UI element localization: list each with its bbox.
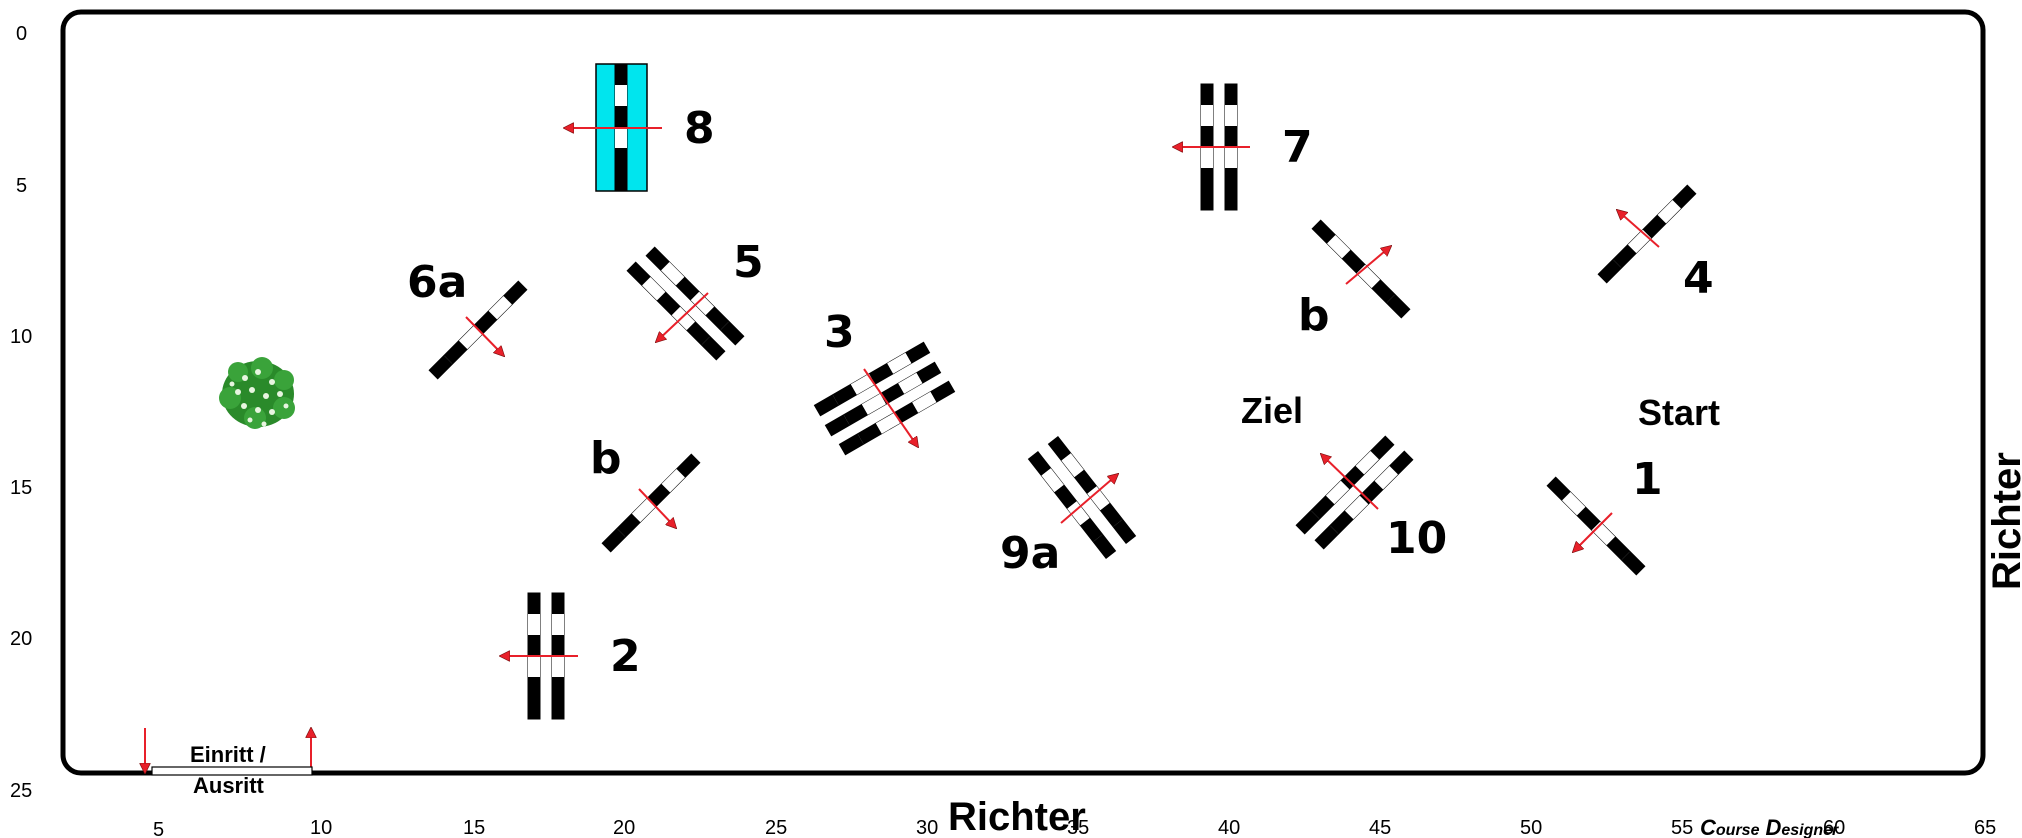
obstacle-4[interactable]: 4 <box>1597 184 1714 304</box>
x-tick: 10 <box>310 817 332 838</box>
y-tick: 25 <box>10 780 32 802</box>
obstacle-number: 9a <box>1000 528 1060 579</box>
x-tick: 5 <box>153 819 164 838</box>
arena-border <box>60 9 1986 776</box>
obstacle-number: b <box>590 433 622 484</box>
obstacle-9a[interactable]: 9a <box>1000 436 1137 579</box>
finish-label: Ziel <box>1241 390 1303 431</box>
direction-arrow-icon <box>638 488 676 528</box>
bush-icon <box>219 357 295 429</box>
obstacle-b-left[interactable]: b <box>590 433 701 553</box>
gate-bar <box>151 766 313 776</box>
x-tick: 60 <box>1823 817 1845 838</box>
x-tick: 20 <box>613 817 635 838</box>
obstacle-b-right[interactable]: b <box>1298 219 1411 341</box>
gate-label-line2: Ausritt <box>193 773 265 798</box>
judge-label-right: Richter <box>1985 452 2022 590</box>
direction-arrow-icon <box>1617 210 1660 248</box>
obstacle-1[interactable]: 1 <box>1546 454 1663 576</box>
obstacle-number: 10 <box>1386 513 1447 564</box>
x-tick: 55 <box>1671 817 1693 838</box>
direction-arrow-icon <box>656 292 709 342</box>
x-tick: 45 <box>1369 817 1391 838</box>
y-axis: 0 5 10 15 20 25 <box>10 23 32 802</box>
obstacle-number: 8 <box>684 103 715 154</box>
obstacle-7[interactable]: 7 <box>1173 83 1313 211</box>
start-label: Start <box>1638 392 1720 433</box>
direction-arrow-icon <box>1345 246 1391 285</box>
x-tick: 25 <box>765 817 787 838</box>
y-tick: 0 <box>16 23 27 45</box>
direction-arrow-icon <box>1321 454 1379 510</box>
x-tick: 65 <box>1974 817 1996 838</box>
entry-exit-gate[interactable]: Einritt / Ausritt <box>145 728 312 798</box>
obstacle-2[interactable]: 2 <box>500 592 641 720</box>
y-tick: 10 <box>10 326 32 348</box>
obstacle-number: 3 <box>824 307 855 358</box>
obstacle-number: 7 <box>1282 122 1313 173</box>
obstacle-number: 5 <box>733 237 764 288</box>
x-tick: 35 <box>1067 817 1089 838</box>
x-tick: 30 <box>916 817 938 838</box>
obstacle-number: 6a <box>407 257 467 308</box>
obstacle-10[interactable]: 10 <box>1295 435 1447 564</box>
y-tick: 15 <box>10 477 32 499</box>
direction-arrow-icon <box>465 316 504 356</box>
x-tick: 50 <box>1520 817 1542 838</box>
obstacle-5[interactable]: 5 <box>626 237 764 361</box>
obstacle-3[interactable]: 3 <box>813 307 956 456</box>
y-tick: 5 <box>16 175 27 197</box>
judge-label-bottom: Richter <box>948 795 1086 838</box>
gate-label-line1: Einritt / <box>190 742 266 767</box>
y-tick: 20 <box>10 628 32 650</box>
obstacle-number: 1 <box>1632 454 1663 505</box>
obstacle-number: b <box>1298 290 1330 341</box>
direction-arrow-icon <box>1573 512 1613 552</box>
obstacle-number: 4 <box>1683 253 1714 304</box>
x-tick: 15 <box>463 817 485 838</box>
x-tick: 40 <box>1218 817 1240 838</box>
x-axis: 5 10 15 20 25 30 35 40 45 50 55 60 65 <box>153 817 1996 838</box>
obstacle-6a[interactable]: 6a <box>407 257 528 380</box>
obstacle-number: 2 <box>610 631 641 682</box>
direction-arrow-icon <box>863 368 918 447</box>
direction-arrow-icon <box>1060 474 1118 524</box>
obstacle-8[interactable]: 8 <box>564 63 715 192</box>
